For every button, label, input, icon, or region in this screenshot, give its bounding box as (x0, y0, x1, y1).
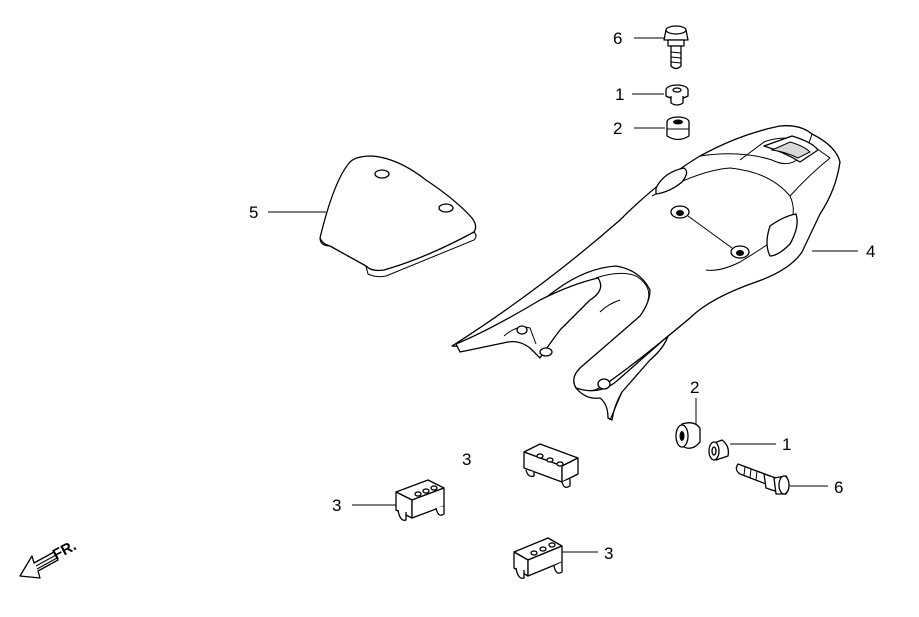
callout-6-bottom: 6 (834, 478, 843, 497)
collar-part-1-bottom (708, 439, 730, 461)
collar-part-1-top (665, 84, 689, 106)
rubber-block-part-3-left (395, 479, 445, 521)
rubber-block-part-3-bottom (513, 537, 563, 579)
callout-3-mid: 3 (462, 450, 471, 469)
bolt-part-6-top (663, 25, 689, 70)
callout-3-left: 3 (332, 496, 341, 515)
front-direction-indicator: FR. (19, 537, 79, 579)
grommet-part-2-bottom (675, 422, 701, 449)
bolt-part-6-bottom (735, 463, 790, 495)
callout-2-top: 2 (613, 119, 622, 138)
front-arrow-icon (19, 551, 59, 579)
rubber-block-part-3-mid (523, 443, 579, 488)
grommet-part-2-top (666, 116, 690, 141)
callout-1-top: 1 (615, 85, 624, 104)
cover-panel-part-5 (319, 155, 477, 278)
callout-6-top: 6 (613, 29, 622, 48)
callout-1-bottom: 1 (782, 435, 791, 454)
callout-2-bottom: 2 (690, 378, 699, 397)
callout-4: 4 (866, 242, 875, 261)
callout-5: 5 (249, 203, 258, 222)
rear-cowl-part-4 (451, 125, 841, 421)
callout-3-bottom: 3 (604, 544, 613, 563)
